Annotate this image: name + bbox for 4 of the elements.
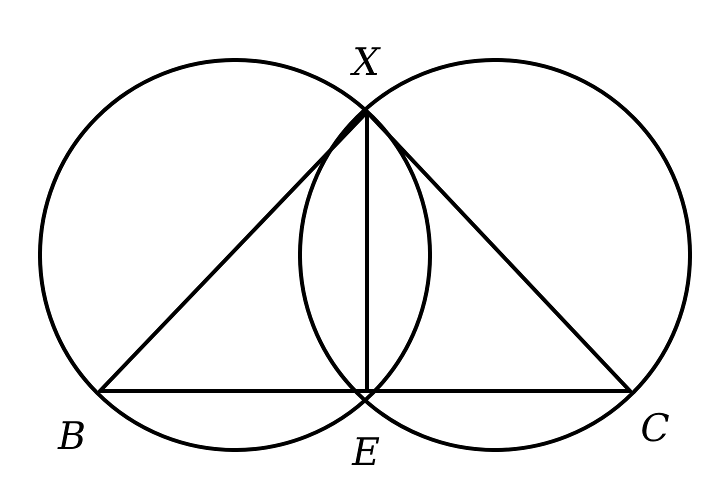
point-label: C — [640, 409, 670, 447]
point-label: B — [58, 417, 86, 455]
point-label: X — [352, 43, 380, 81]
point-label: E — [352, 433, 380, 471]
